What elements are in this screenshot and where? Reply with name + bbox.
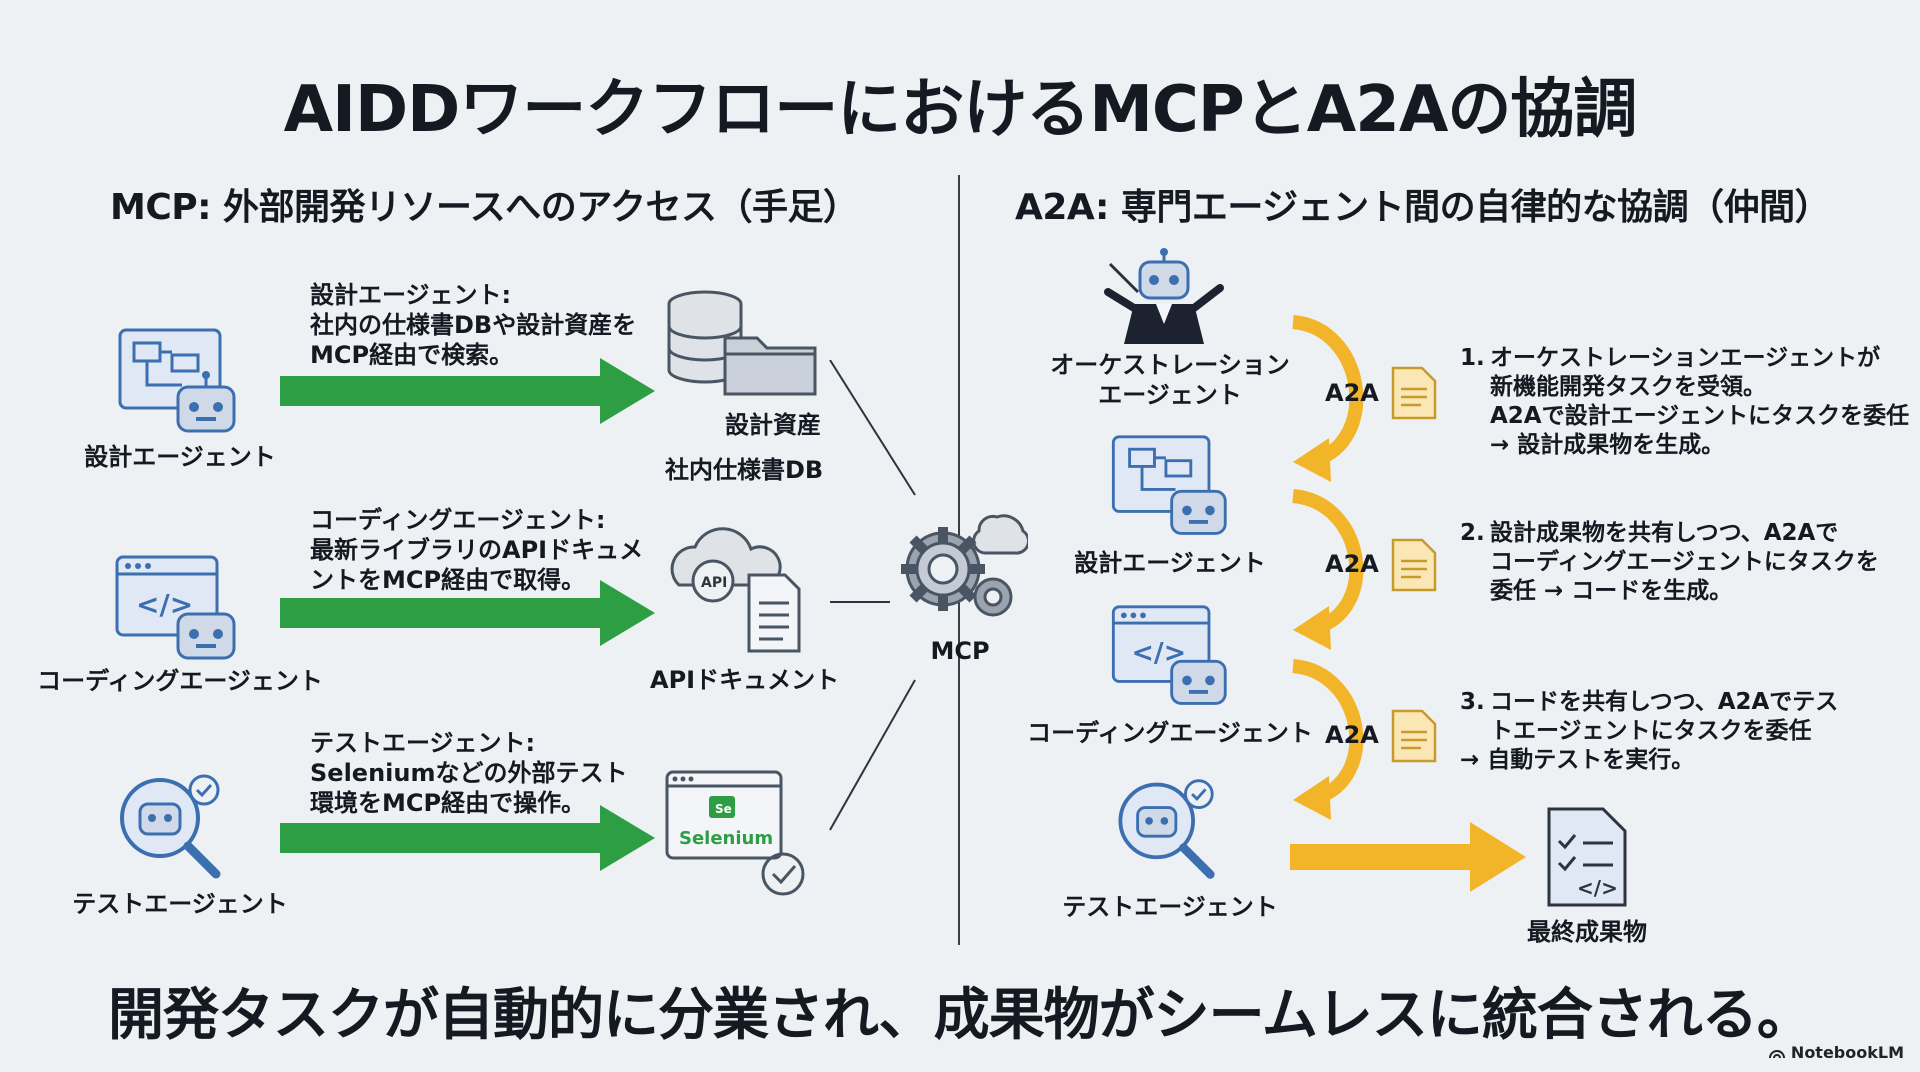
database-icon	[667, 290, 817, 396]
api-docs-label: APIドキュメント	[650, 666, 840, 694]
footer-summary: 開発タスクが自動的に分業され、成果物がシームレスに統合される。	[108, 983, 1813, 1048]
a2a-test-agent-label: テストエージェント	[1062, 893, 1278, 921]
design-mcp-arrow	[280, 358, 655, 424]
design-agent-label: 設計エージェント	[84, 443, 276, 471]
coding-agent-description: コーディングエージェント:最新ライブラリのAPIドキュメントをMCP経由で取得。	[310, 506, 644, 594]
final-deliverable-label: 最終成果物	[1527, 918, 1647, 946]
spec-db-label: 社内仕様書DB	[665, 456, 824, 484]
orchestrator-agent-icon	[1104, 248, 1224, 344]
step-2: 2.設計成果物を共有しつつ、A2Aで コーディングエージェントにタスクを 委任 …	[1460, 520, 1879, 604]
test-agent-description: テストエージェント:Seleniumなどの外部テスト環境をMCP経由で操作。	[310, 729, 628, 817]
document-icon	[1391, 709, 1437, 763]
notebooklm-logo-icon	[1768, 1049, 1785, 1058]
final-deliverable-icon: </>	[1547, 807, 1627, 907]
test-mcp-arrow	[280, 805, 655, 871]
svg-text:</>: </>	[1577, 876, 1618, 900]
test-agent-label: テストエージェント	[72, 890, 288, 918]
coding-mcp-arrow	[280, 580, 655, 646]
selenium-text: Selenium	[679, 828, 773, 849]
a2a-test-agent-icon	[1118, 779, 1215, 879]
a2a-design-agent-label: 設計エージェント	[1074, 549, 1266, 577]
document-icon	[1391, 366, 1437, 420]
page-title: AIDDワークフローにおけるMCPとA2Aの協調	[283, 73, 1638, 147]
api-badge: API	[701, 575, 727, 591]
a2a-label-1: A2A	[1325, 379, 1379, 407]
coding-agent-icon: </>	[115, 555, 236, 660]
a2a-label-3: A2A	[1325, 721, 1379, 749]
test-agent-icon	[120, 774, 221, 879]
a2a-label-2: A2A	[1325, 550, 1379, 578]
mcp-section-heading: MCP: 外部開発リソースへのアクセス（手足）	[110, 187, 859, 228]
api-docs-icon: API	[670, 527, 801, 653]
coding-agent-label: コーディングエージェント	[37, 667, 323, 695]
mcp-connector-lines	[829, 360, 916, 831]
a2a-coding-agent-label: コーディングエージェント	[1027, 719, 1313, 747]
selenium-icon: Se Selenium	[665, 770, 805, 896]
svg-text:Se: Se	[715, 802, 732, 816]
brand-label: NotebookLM	[1790, 1043, 1904, 1062]
step-1: 1.オーケストレーションエージェントが 新機能開発タスクを受領。 A2Aで設計エ…	[1460, 345, 1910, 458]
a2a-section-heading: A2A: 専門エージェント間の自律的な協調（仲間）	[1015, 187, 1831, 228]
step-3: 3.コードを共有しつつ、A2Aでテス トエージェントにタスクを委任 → 自動テス…	[1460, 689, 1839, 773]
a2a-flow-arrows	[1291, 315, 1364, 820]
a2a-coding-agent-icon: </>	[1111, 605, 1227, 705]
final-output-arrow	[1290, 822, 1526, 892]
document-icon	[1391, 538, 1437, 592]
orchestrator-agent-label: オーケストレーションエージェント	[1050, 351, 1290, 409]
design-agent-icon	[118, 328, 236, 433]
notebooklm-brand: NotebookLM	[1768, 1043, 1904, 1062]
a2a-design-agent-icon	[1111, 435, 1227, 535]
mcp-hub-label: MCP	[930, 637, 990, 665]
mcp-hub-icon	[901, 514, 1028, 617]
design-assets-label: 設計資産	[725, 411, 821, 439]
